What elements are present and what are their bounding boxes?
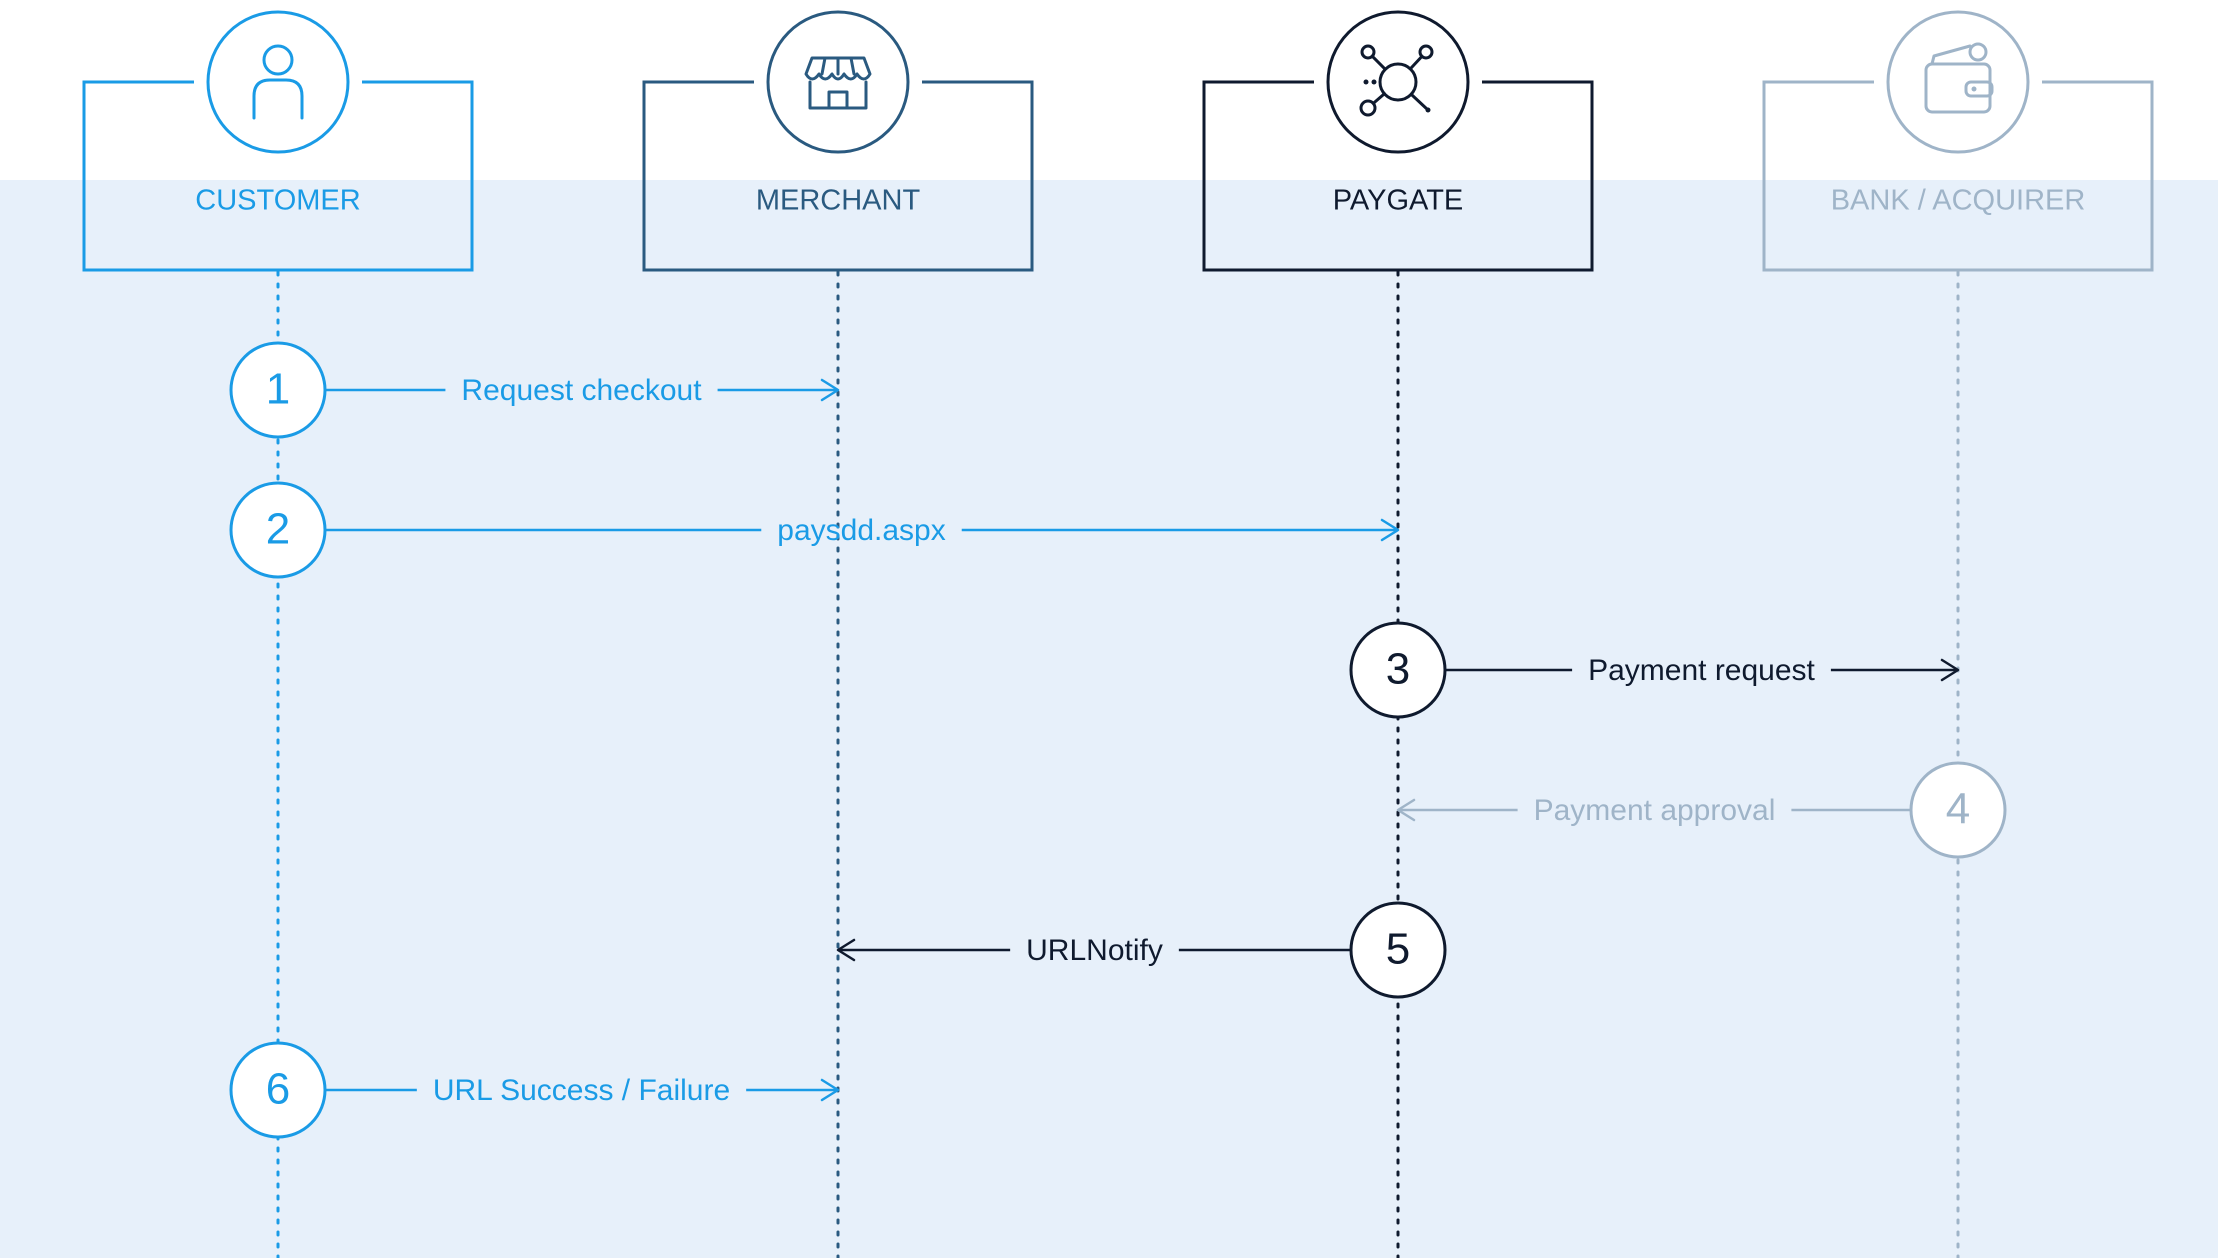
actor-box-paygate — [1202, 80, 1594, 272]
actor-icon-badge — [1326, 10, 1470, 154]
message-label: Request checkout — [461, 374, 702, 407]
actor-label-customer: CUSTOMER — [195, 185, 360, 217]
actor-customer: CUSTOMER — [82, 10, 474, 272]
arrowhead — [1396, 798, 1416, 822]
message-label: URL Success / Failure — [433, 1074, 730, 1107]
step-number: 4 — [1946, 785, 1970, 834]
message-step-1: Request checkout 1 — [229, 341, 840, 439]
step-number-badge — [1349, 621, 1447, 719]
message-label: Payment approval — [1534, 794, 1776, 827]
message-step-6: URL Success / Failure 6 — [229, 1041, 840, 1139]
background-band — [0, 180, 2218, 1258]
actor-box-bank — [1762, 80, 2154, 272]
person-icon — [252, 44, 304, 120]
step-number: 5 — [1386, 925, 1410, 974]
message-label: Payment request — [1588, 654, 1815, 687]
step-number-badge — [1909, 761, 2007, 859]
actor-label-bank: BANK / ACQUIRER — [1831, 185, 2086, 217]
step-number-badge — [229, 341, 327, 439]
message-label: paysdd.aspx — [777, 514, 945, 547]
actor-icon-badge — [766, 10, 910, 154]
actor-label-paygate: PAYGATE — [1333, 185, 1464, 217]
step-number-badge — [1349, 901, 1447, 999]
step-number: 6 — [266, 1065, 290, 1114]
actor-merchant: MERCHANT — [642, 10, 1034, 272]
message-step-2: paysdd.aspx 2 — [229, 481, 1400, 579]
message-step-5: URLNotify 5 — [836, 901, 1447, 999]
arrowhead — [820, 1078, 840, 1102]
message-label: URLNotify — [1026, 934, 1163, 967]
actor-box-customer — [82, 80, 474, 272]
actor-label-merchant: MERCHANT — [756, 185, 921, 217]
step-number-badge — [229, 1041, 327, 1139]
wallet-icon — [1924, 42, 1994, 114]
storefront-icon — [804, 56, 872, 110]
message-step-3: Payment request 3 — [1349, 621, 1960, 719]
actor-bank: BANK / ACQUIRER — [1762, 10, 2154, 272]
arrowhead — [836, 938, 856, 962]
actor-icon-badge — [1886, 10, 2030, 154]
step-number: 2 — [266, 505, 290, 554]
step-number: 3 — [1386, 645, 1410, 694]
step-number-badge — [229, 481, 327, 579]
actor-paygate: PAYGATE — [1202, 10, 1594, 272]
actors: CUSTOMER MERCHANT PAYGATE BANK / ACQUIRER — [82, 10, 2154, 272]
arrowhead — [1380, 518, 1400, 542]
actor-icon-badge — [206, 10, 350, 154]
actor-box-merchant — [642, 80, 1034, 272]
arrowhead — [1940, 658, 1960, 682]
arrowhead — [820, 378, 840, 402]
network-hub-icon — [1359, 44, 1434, 117]
message-step-4: Payment approval 4 — [1396, 761, 2007, 859]
step-number: 1 — [266, 365, 290, 414]
